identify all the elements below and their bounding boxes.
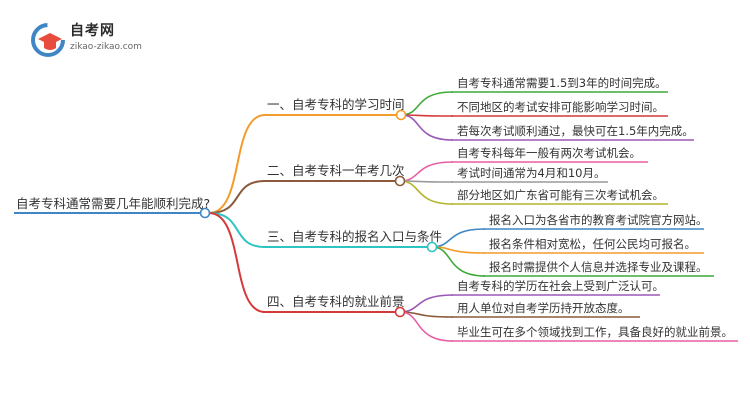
- logo-title: 自考网: [70, 23, 115, 39]
- leaf-connector-1-1: [400, 91, 454, 116]
- branch-label-2: 二、自考专科一年考几次: [267, 163, 405, 178]
- branch-connector-3: [208, 212, 266, 248]
- branch-label-4: 四、自考专科的就业前景: [267, 294, 405, 309]
- leaf-connector-3-3: [431, 246, 486, 277]
- branch-connector-2: [208, 180, 266, 214]
- leaf-label-2-1: 自考专科每年一般有两次考试机会。: [457, 146, 641, 160]
- branch-node-4: [394, 306, 406, 318]
- leaf-connector-1-3: [400, 114, 454, 141]
- leaf-label-2-2: 考试时间通常为4月和10月。: [457, 166, 605, 180]
- leaf-label-3-2: 报名条件相对宽松，任何公民均可报名。: [489, 237, 696, 251]
- leaf-label-4-1: 自考专科的学历在社会上受到广泛认可。: [457, 279, 664, 293]
- leaf-label-4-3: 毕业生可在多个领域找到工作，具备良好的就业前景。: [457, 325, 733, 339]
- branch-connector-1: [208, 114, 266, 214]
- leaf-connector-2-3: [399, 180, 454, 205]
- branch-node-3: [426, 241, 438, 253]
- root-node: [199, 207, 211, 219]
- logo[interactable]: 自考网 zikao-zikao.com: [30, 18, 150, 62]
- leaf-connector-4-1: [399, 294, 454, 313]
- leaf-connector-2-1: [399, 161, 454, 182]
- branch-label-3: 三、自考专科的报名入口与条件: [267, 229, 442, 244]
- branch-connector-4: [208, 212, 266, 313]
- logo-url: zikao-zikao.com: [70, 42, 142, 52]
- leaf-label-1-3: 若每次考试顺利通过，最快可在1.5年内完成。: [457, 124, 694, 138]
- leaf-label-4-2: 用人单位对自考学历持开放态度。: [457, 301, 630, 315]
- branch-node-1: [395, 109, 407, 121]
- branch-node-2: [394, 175, 406, 187]
- root-label: 自考专科通常需要几年能顺利完成?: [16, 196, 210, 211]
- leaf-label-1-1: 自考专科通常需要1.5到3年的时间完成。: [457, 76, 667, 90]
- leaf-label-1-2: 不同地区的考试安排可能影响学习时间。: [457, 100, 664, 114]
- graduation-cap-icon: [31, 23, 65, 57]
- branch-label-1: 一、自考专科的学习时间: [267, 97, 405, 112]
- leaf-label-2-3: 部分地区如广东省可能有三次考试机会。: [457, 188, 664, 202]
- leaf-connector-4-3: [399, 311, 454, 342]
- leaf-label-3-3: 报名时需提供个人信息并选择专业及课程。: [489, 260, 708, 274]
- leaf-label-3-1: 报名入口为各省市的教育考试院官方网站。: [489, 213, 708, 227]
